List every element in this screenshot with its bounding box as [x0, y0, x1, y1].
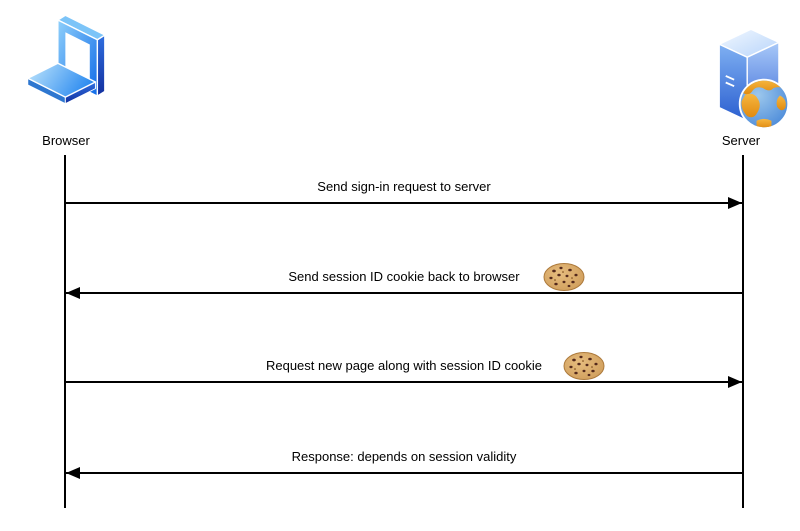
server-vent-slit: [725, 75, 735, 81]
arrowhead-left-icon: [66, 287, 80, 299]
message-arrow-line: [66, 472, 742, 474]
arrowhead-right-icon: [728, 376, 742, 388]
browser-lifeline: [64, 155, 66, 508]
message-label: Request new page along with session ID c…: [265, 358, 543, 373]
arrowhead-right-icon: [728, 197, 742, 209]
message-arrow-line: [66, 381, 742, 383]
message-request-page: Request new page along with session ID c…: [66, 352, 742, 388]
laptop-base-deck: [27, 62, 97, 98]
cookie-icon: [563, 352, 605, 380]
arrowhead-left-icon: [66, 467, 80, 479]
browser-label: Browser: [42, 133, 90, 148]
message-label: Response: depends on session validity: [291, 449, 517, 464]
message-arrow-line: [66, 292, 742, 294]
server-globe-icon: [718, 28, 790, 130]
message-label: Send session ID cookie back to browser: [288, 269, 520, 284]
server-lifeline: [742, 155, 744, 508]
server-label: Server: [721, 133, 761, 148]
message-label: Send sign-in request to server: [317, 179, 491, 194]
message-arrow-line: [66, 202, 742, 204]
server-vent-slit: [725, 81, 735, 88]
message-sign-in-request: Send sign-in request to server: [66, 179, 742, 209]
browser-laptop-icon: [27, 14, 106, 105]
laptop-panel-side: [96, 34, 106, 97]
message-response: Response: depends on session validity: [66, 449, 742, 479]
message-session-cookie: Send session ID cookie back to browser: [66, 263, 742, 299]
cookie-icon: [543, 263, 585, 291]
